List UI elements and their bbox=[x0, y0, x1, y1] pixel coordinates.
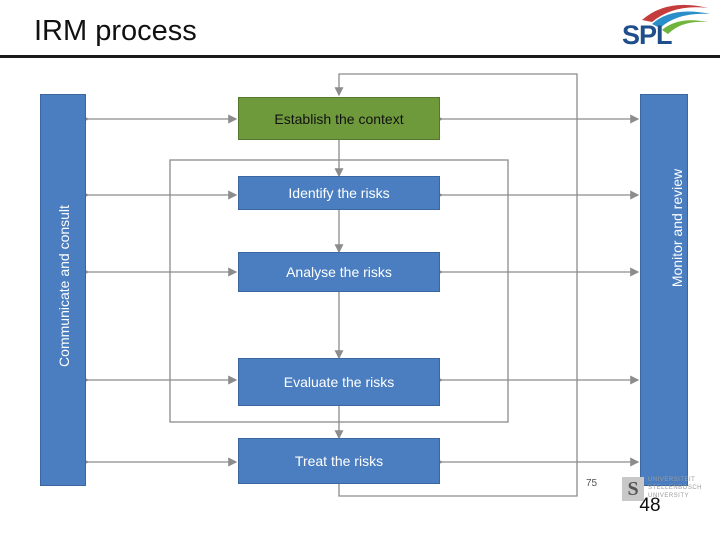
monitor-review-label: Monitor and review bbox=[669, 168, 685, 288]
spl-logo: SPL bbox=[612, 0, 712, 58]
stage-identify-risks: Identify the risks bbox=[238, 176, 440, 210]
university-logo-text: UNIVERSITEIT STELLENBOSCH UNIVERSITY bbox=[648, 477, 703, 499]
monitor-review-bar bbox=[640, 94, 688, 486]
outer-loop-line bbox=[334, 73, 578, 497]
stage-establish-context: Establish the context bbox=[238, 97, 440, 140]
page-number-small: 75 bbox=[586, 478, 598, 489]
stage-treat-risks: Treat the risks bbox=[238, 438, 440, 484]
stage-analyse-risks: Analyse the risks bbox=[238, 252, 440, 292]
communicate-consult-bar bbox=[40, 94, 86, 486]
university-crest-icon: S bbox=[622, 477, 644, 501]
page-number: 48 bbox=[639, 495, 661, 516]
university-logo: S UNIVERSITEIT STELLENBOSCH UNIVERSITY bbox=[622, 475, 710, 530]
header-divider bbox=[0, 55, 720, 58]
communicate-consult-label: Communicate and consult bbox=[56, 205, 72, 367]
slide-header: IRM process SPL bbox=[0, 0, 720, 58]
stage-evaluate-risks: Evaluate the risks bbox=[238, 358, 440, 406]
slide-title: IRM process bbox=[34, 15, 197, 47]
logo-text: SPL bbox=[622, 20, 673, 50]
logo-swoosh-icon bbox=[642, 4, 710, 34]
